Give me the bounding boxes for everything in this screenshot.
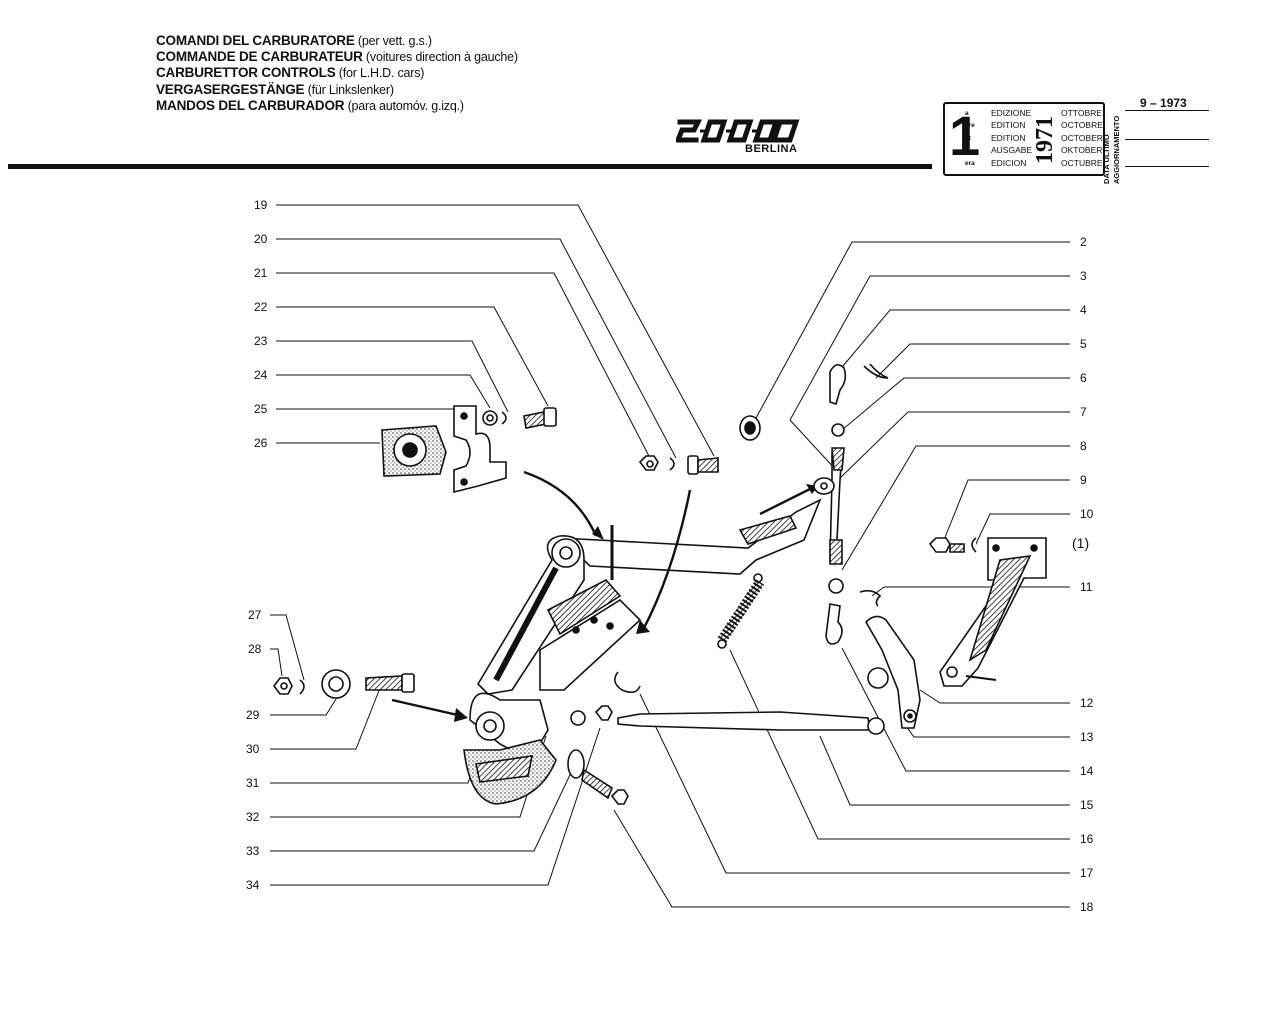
callout-number: 31	[246, 776, 260, 790]
control-rod-part	[617, 711, 885, 735]
title-line: COMMANDE DE CARBURATEUR (voitures direct…	[156, 49, 518, 65]
adjusting-rod-part	[813, 447, 845, 565]
callout-number: 29	[246, 708, 260, 722]
spring-clip-part	[614, 671, 641, 694]
model-subtitle: BERLINA	[745, 143, 798, 155]
callout-number: 11	[1080, 580, 1093, 594]
update-line	[1125, 110, 1209, 111]
callout-number: 2	[1080, 235, 1087, 249]
bolt-set-part	[482, 407, 557, 429]
update-line	[1125, 139, 1209, 140]
title-line: MANDOS DEL CARBURADOR (para automóv. g.i…	[156, 97, 464, 113]
lower-joint-hardware	[567, 705, 629, 805]
update-date: 9 – 1973	[1140, 96, 1187, 110]
rubber-bush-part	[381, 425, 447, 477]
callout-number: 13	[1080, 730, 1094, 744]
callout-number: 14	[1080, 764, 1094, 778]
ball-joint-part	[829, 364, 847, 406]
callout-number: 32	[246, 810, 260, 824]
page-titles: COMANDI DEL CARBURATORE (per vett. g.s.)…	[156, 33, 518, 114]
callout-number: 20	[254, 232, 268, 246]
callout-number: 26	[254, 436, 268, 450]
callout-number: 34	[246, 878, 260, 892]
assembly-arrows	[391, 470, 813, 718]
stud-part	[365, 673, 415, 693]
callout-number: 28	[248, 642, 262, 656]
parts	[273, 363, 1047, 805]
update-line	[1125, 166, 1209, 167]
clamp-bracket-part	[453, 405, 507, 494]
callout-number: 5	[1080, 337, 1087, 351]
callout-number: 27	[248, 608, 262, 622]
nut-washer-bush-part	[273, 669, 351, 699]
nut-part	[828, 578, 844, 594]
grommet-part	[739, 415, 761, 441]
model-logo	[676, 119, 800, 143]
callout-number: (1)	[1072, 535, 1089, 551]
callout-number: 21	[254, 266, 268, 280]
mounting-bracket-part	[939, 537, 1047, 687]
bolt-set-part	[928, 537, 977, 553]
callout-number: 3	[1080, 269, 1087, 283]
title-line: VERGASERGESTÄNGE (für Linkslenker)	[156, 81, 394, 97]
main-lever-assembly	[463, 498, 822, 805]
callout-number: 30	[246, 742, 260, 756]
callout-number: 6	[1080, 371, 1087, 385]
callout-number: 23	[254, 334, 268, 348]
left-leaders	[270, 204, 715, 886]
left-callouts: 19 20 21 22 23 24 25 26 27 28 29 30 31 3…	[246, 198, 268, 892]
bolt-set-part	[638, 455, 719, 475]
title-line: COMANDI DEL CARBURATORE (per vett. g.s.)	[156, 33, 432, 48]
return-spring-part	[717, 573, 765, 649]
bell-crank-part	[865, 615, 921, 729]
right-leaders	[613, 241, 1070, 908]
ball-joint-part	[825, 603, 843, 645]
right-callouts: 2 3 4 5 6 7 8 9 10 (1) 11 12 13 14 15 16…	[1072, 235, 1094, 914]
callout-number: 33	[246, 844, 260, 858]
callout-number: 24	[254, 368, 268, 382]
header-rule	[8, 164, 932, 169]
callout-number: 7	[1080, 405, 1087, 419]
callout-number: 19	[254, 198, 268, 212]
clip-part	[863, 363, 889, 379]
title-line: CARBURETTOR CONTROLS (for L.H.D. cars)	[156, 65, 425, 81]
callout-number: 15	[1080, 798, 1094, 812]
callout-number: 4	[1080, 303, 1087, 317]
callout-number: 16	[1080, 832, 1094, 846]
callout-number: 9	[1080, 473, 1087, 487]
callout-number: 18	[1080, 900, 1094, 914]
callout-number: 10	[1080, 507, 1094, 521]
callout-number: 12	[1080, 696, 1094, 710]
edition-number: 1	[949, 104, 981, 167]
callout-number: 25	[254, 402, 268, 416]
nut-part	[831, 423, 845, 437]
callout-number: 8	[1080, 439, 1087, 453]
clip-part	[859, 589, 882, 607]
callout-number: 17	[1080, 866, 1094, 880]
callout-number: 22	[254, 300, 268, 314]
